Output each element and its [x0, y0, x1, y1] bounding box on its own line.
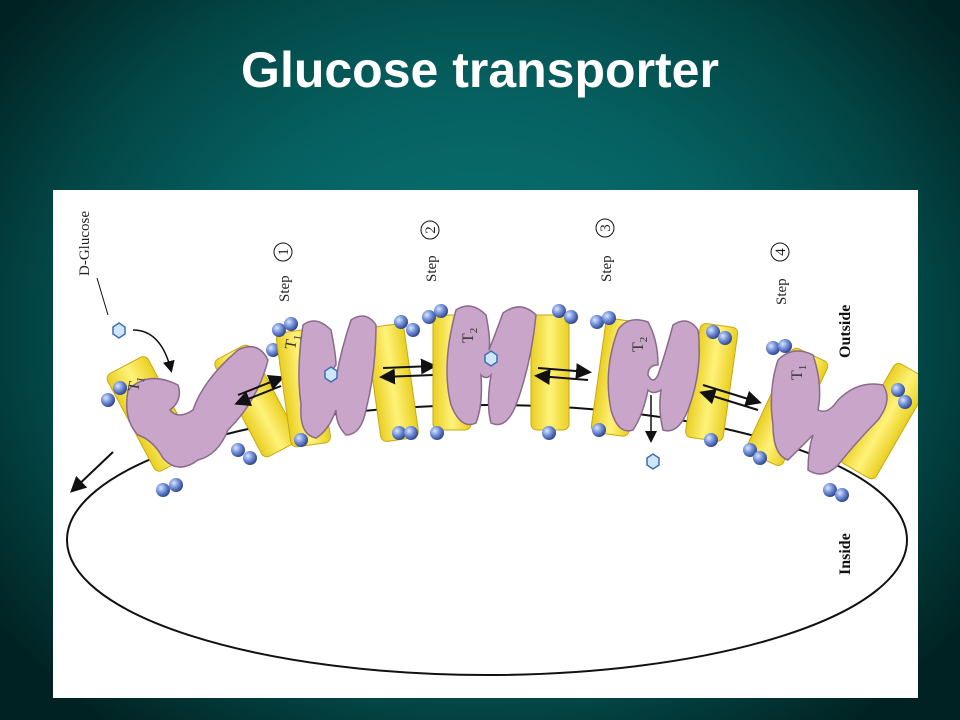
- transporter-label-2: T1: [282, 333, 304, 352]
- transporter-label-1: T1: [125, 375, 147, 394]
- slide-title: Glucose transporter: [241, 42, 719, 98]
- svg-text:Step: Step: [599, 255, 615, 282]
- equilibrium-arrows-1: [234, 374, 285, 407]
- glucose-bound-2: [324, 366, 338, 383]
- step-4-label: Step 4: [770, 242, 790, 305]
- equilibrium-arrows-2: [379, 358, 437, 385]
- inside-label: Inside: [837, 533, 854, 575]
- transporter-state-1: T1: [101, 343, 299, 497]
- equilibrium-arrows-4: [699, 384, 762, 411]
- svg-text:Step: Step: [277, 275, 293, 302]
- equilibrium-arrows-3: [534, 363, 592, 385]
- glucose-label-leader: [96, 277, 109, 316]
- glucose-transport-diagram: T1 D-Glucose: [66, 211, 918, 676]
- transporter-label-5: T1: [789, 365, 809, 380]
- transporter-state-3: T2: [422, 304, 578, 440]
- step-3-label: Step 3: [595, 218, 615, 282]
- transporter-state-2: T1: [272, 315, 420, 448]
- glucose-bound-3: [484, 350, 498, 367]
- step-1-label: Step 1: [273, 242, 293, 302]
- cycle-return-arrow: [70, 451, 114, 493]
- svg-text:Step: Step: [774, 278, 790, 305]
- svg-text:4: 4: [773, 248, 789, 256]
- glucose-molecule-incoming: [112, 322, 126, 339]
- glucose-binding-arrow: [132, 329, 175, 373]
- svg-text:3: 3: [598, 224, 614, 232]
- glucose-molecule-released: [646, 453, 660, 470]
- svg-text:2: 2: [423, 226, 439, 234]
- svg-text:Step: Step: [424, 255, 440, 282]
- transporter-label-3: T2: [460, 328, 480, 343]
- outside-label: Outside: [837, 305, 854, 358]
- cycle-loop: [66, 404, 908, 676]
- glucose-label: D-Glucose: [77, 211, 93, 276]
- transporter-state-5: T1: [743, 339, 918, 502]
- diagram-panel: T1 D-Glucose: [53, 190, 918, 698]
- step-2-label: Step 2: [420, 220, 440, 282]
- transporter-state-4: T2: [590, 311, 739, 447]
- transporter-label-4: T2: [630, 337, 650, 352]
- svg-text:1: 1: [276, 248, 292, 256]
